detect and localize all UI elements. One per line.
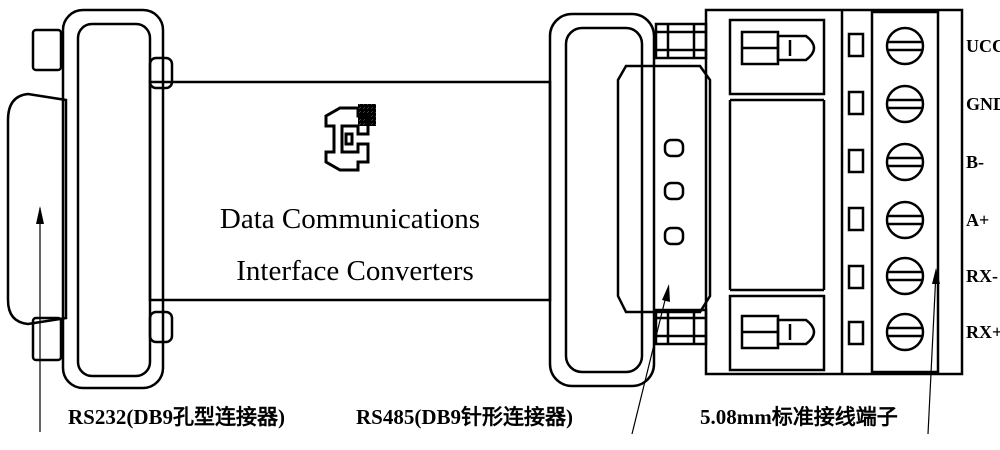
terminal-label-rx-minus: RX-	[966, 266, 998, 286]
connector-flange	[61, 8, 165, 390]
terminal-label-b-minus: B-	[966, 152, 984, 172]
terminal-block-frame	[704, 8, 964, 376]
brand-logo	[324, 104, 376, 172]
rs232-arrowhead	[36, 206, 44, 224]
rs485-flange	[548, 12, 656, 388]
caption-rs485: RS485(DB9针形连接器)	[356, 405, 573, 429]
screw-column	[870, 10, 940, 374]
caption-rs232: RS232(DB9孔型连接器)	[68, 405, 285, 429]
pin-2	[663, 181, 685, 201]
hex-nut-bottom	[654, 308, 708, 346]
terminal-block	[704, 8, 964, 435]
terminal-label-a-plus: A+	[966, 210, 989, 230]
mount-screw-bottom	[728, 294, 826, 372]
terminal-arrowhead	[932, 268, 940, 284]
rs485-flange-inner	[564, 26, 644, 374]
rs485-connector	[548, 12, 712, 435]
terminal-slots	[847, 32, 865, 346]
terminal-label-rx-plus: RX+	[966, 322, 1000, 342]
terminal-label-ucc: UCC	[966, 36, 1000, 56]
terminal-screws	[885, 26, 925, 352]
rs485-leader-line	[631, 287, 669, 435]
screw-stub-top	[31, 28, 63, 72]
tab-top	[148, 56, 174, 90]
rs485-arrowhead	[662, 284, 670, 302]
db9-socket-shell	[6, 92, 68, 326]
db9-pin-shell	[616, 64, 712, 314]
terminal-label-gnd: GND	[966, 94, 1000, 114]
screw-stub-bottom	[31, 316, 63, 362]
pin-1	[663, 138, 685, 158]
hex-nut-top	[654, 22, 708, 60]
pin-3	[663, 226, 685, 246]
caption-terminal-block: 5.08mm标准接线端子	[700, 405, 898, 429]
box-line-2: Interface Converters	[236, 255, 474, 287]
terminal-leader-line	[927, 271, 937, 435]
connector-flange-inner	[76, 22, 152, 378]
mount-screw-top	[728, 18, 826, 96]
box-line-1: Data Communications	[220, 203, 480, 235]
rs232-connector	[6, 8, 174, 432]
tab-bottom	[148, 310, 174, 344]
